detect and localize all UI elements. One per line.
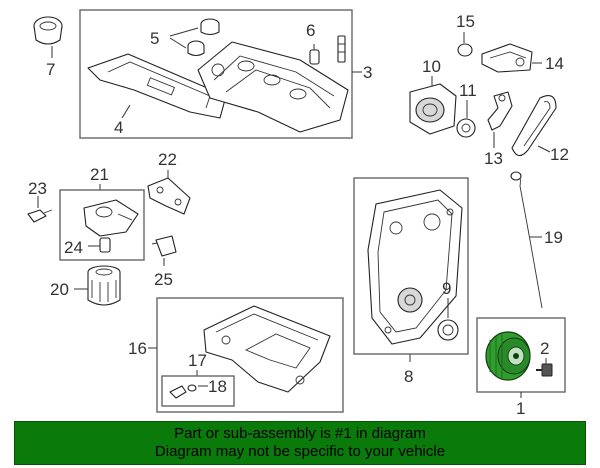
callout-10: 10 bbox=[422, 57, 441, 76]
callout-15: 15 bbox=[456, 12, 475, 31]
callout-17: 17 bbox=[188, 351, 207, 370]
adapter-gasket[interactable] bbox=[147, 177, 191, 215]
oil-pan-group-box bbox=[156, 297, 344, 413]
banner-line-1: Part or sub-assembly is #1 in diagram bbox=[174, 425, 426, 442]
callout-16: 16 bbox=[128, 339, 147, 358]
callout-25: 25 bbox=[154, 270, 173, 289]
crankshaft-front-seal[interactable] bbox=[437, 319, 459, 341]
valve-cover-group-box bbox=[79, 9, 353, 139]
spark-plug-tube-seals[interactable] bbox=[187, 18, 220, 57]
callout-20: 20 bbox=[50, 280, 69, 299]
oil-filter-adapter[interactable] bbox=[83, 199, 139, 237]
callout-18: 18 bbox=[208, 377, 227, 396]
oil-filler-cap[interactable] bbox=[33, 16, 63, 45]
callout-2: 2 bbox=[540, 339, 549, 358]
oil-pressure-switch[interactable] bbox=[151, 235, 177, 257]
crankshaft-pulley-bolt[interactable] bbox=[536, 363, 553, 377]
o-ring-15[interactable] bbox=[457, 43, 473, 57]
callout-19: 19 bbox=[544, 228, 563, 247]
callout-6: 6 bbox=[306, 21, 315, 40]
callout-14: 14 bbox=[545, 54, 564, 73]
timing-cover-box bbox=[353, 177, 469, 355]
callout-23: 23 bbox=[28, 179, 47, 198]
banner-line-2: Diagram may not be specific to your vehi… bbox=[154, 443, 446, 460]
callout-7: 7 bbox=[46, 60, 55, 79]
oil-filter[interactable] bbox=[87, 265, 121, 306]
callout-9: 9 bbox=[442, 279, 451, 298]
engine-front-cover[interactable] bbox=[367, 189, 463, 345]
callout-3: 3 bbox=[363, 63, 372, 82]
oil-dipstick[interactable] bbox=[510, 171, 543, 309]
pump-gear[interactable] bbox=[456, 118, 476, 138]
belt-tensioner[interactable] bbox=[487, 91, 513, 131]
callout-11: 11 bbox=[459, 81, 477, 100]
oil-filter-adapter-box bbox=[59, 189, 145, 261]
callout-13: 13 bbox=[484, 149, 503, 168]
info-banner: Part or sub-assembly is #1 in diagram Di… bbox=[14, 421, 586, 465]
callout-24: 24 bbox=[64, 238, 83, 257]
bolt-23[interactable] bbox=[27, 209, 53, 223]
valve-cover-shield[interactable] bbox=[87, 53, 227, 119]
callout-12: 12 bbox=[550, 145, 569, 164]
timing-belt-cover[interactable] bbox=[481, 43, 533, 73]
pcv-valve[interactable] bbox=[309, 44, 320, 65]
callout-4: 4 bbox=[114, 118, 123, 137]
callout-5: 5 bbox=[150, 29, 159, 48]
timing-belt[interactable] bbox=[511, 95, 557, 157]
valve-cover[interactable] bbox=[197, 41, 349, 133]
spark-plug[interactable] bbox=[337, 35, 346, 63]
callout-8: 8 bbox=[404, 367, 413, 386]
crankshaft-pulley[interactable] bbox=[485, 331, 531, 381]
vacuum-pump[interactable] bbox=[409, 83, 457, 135]
callout-21: 21 bbox=[90, 165, 109, 184]
drain-plug[interactable] bbox=[169, 384, 197, 399]
callout-1: 1 bbox=[516, 399, 525, 418]
oil-pan[interactable] bbox=[203, 305, 331, 393]
callout-22: 22 bbox=[158, 150, 177, 169]
drain-plug-box bbox=[161, 375, 235, 407]
oil-pressure-sensor-24[interactable] bbox=[99, 237, 111, 253]
